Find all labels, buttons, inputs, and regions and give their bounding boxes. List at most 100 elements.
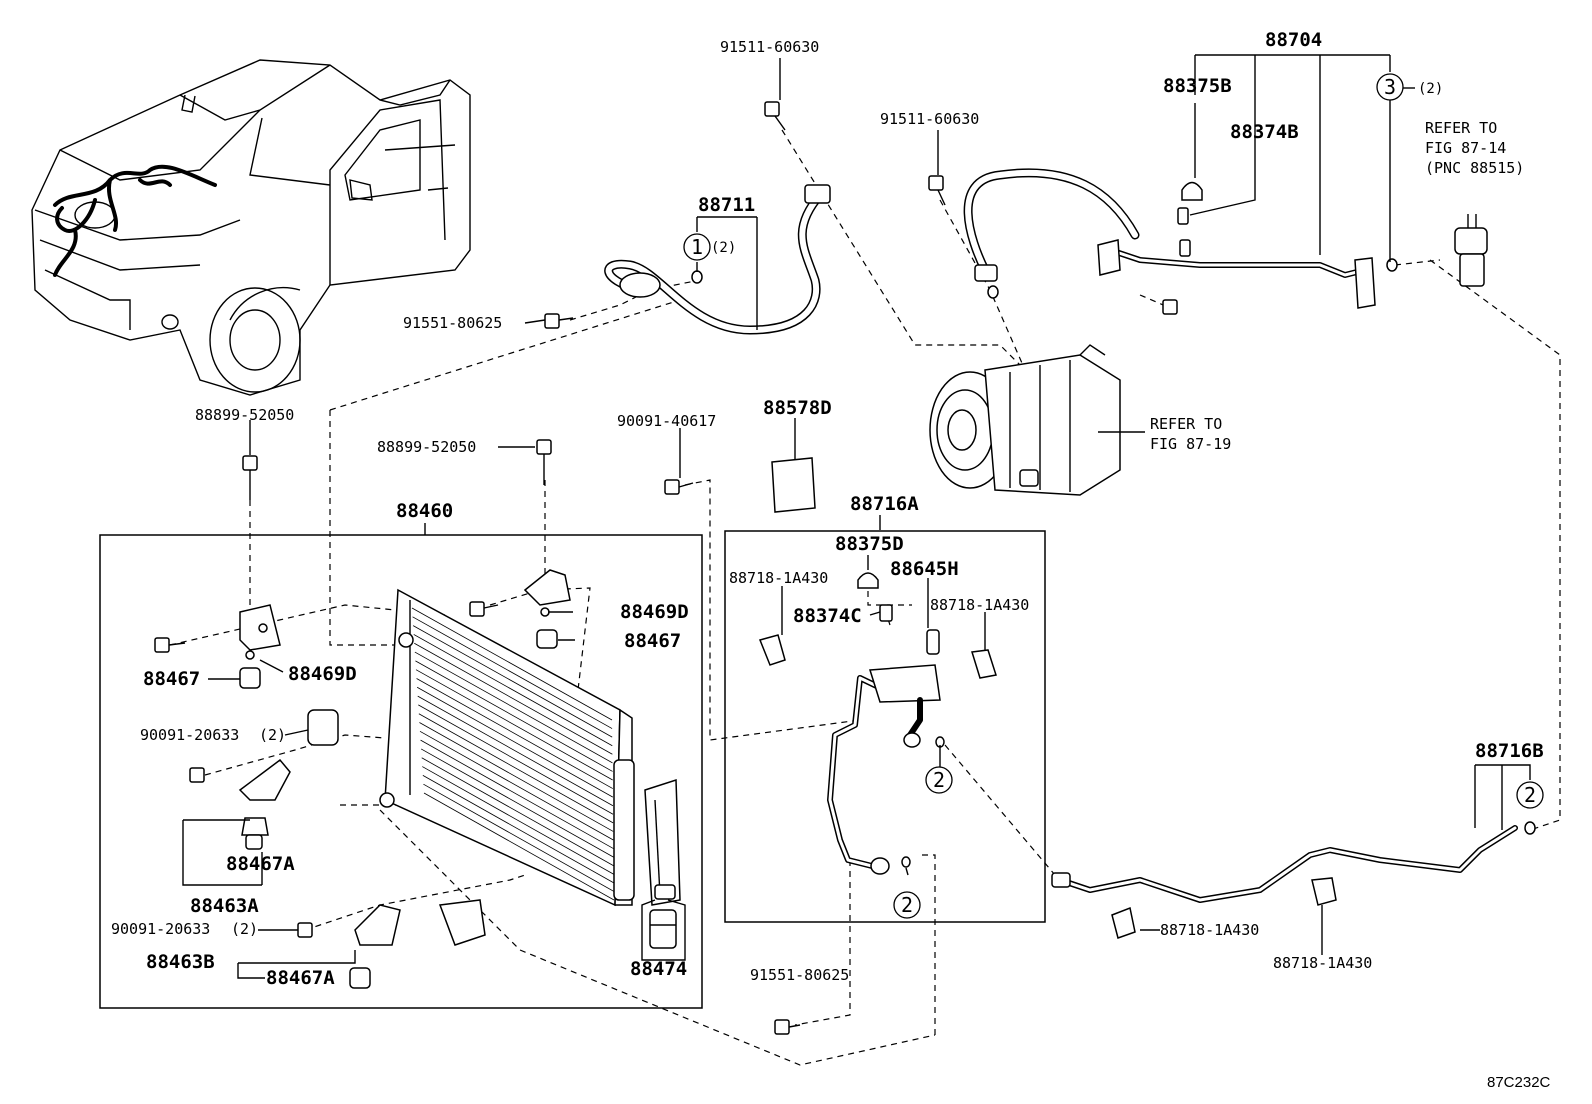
bracket-mid-left bbox=[189, 709, 339, 850]
svg-text:REFER TO: REFER TO bbox=[1150, 415, 1222, 433]
figure-code: 87C232C bbox=[1487, 1074, 1551, 1091]
callout-88467-left: 88467 bbox=[143, 668, 200, 690]
bracket-upper-left bbox=[239, 604, 281, 651]
quantity-tag-90091-lower: (2) bbox=[231, 920, 258, 938]
cushion-88467-left bbox=[239, 650, 261, 689]
callout-88463B: 88463B bbox=[146, 951, 215, 973]
bolt-91511-compressor bbox=[928, 175, 946, 206]
callout-91551-80625-bottom: 91551-80625 bbox=[750, 966, 849, 984]
condenser-fin-line bbox=[414, 642, 613, 755]
note-refer-compressor: REFER TO FIG 87-19 bbox=[1150, 415, 1231, 453]
callout-88711: 88711 bbox=[698, 194, 755, 216]
condenser-fin-line bbox=[423, 783, 615, 892]
callout-88374B: 88374B bbox=[1230, 121, 1299, 143]
charge-valve-88374C bbox=[879, 604, 893, 622]
receiver-dryer-88474 bbox=[641, 884, 686, 961]
receiver-tube-box bbox=[724, 530, 1046, 923]
liquid-tube-88716B bbox=[1051, 821, 1536, 903]
callout-88716A: 88716A bbox=[850, 493, 919, 515]
callout-88469D-right: 88469D bbox=[620, 601, 689, 623]
suction-hose-88704 bbox=[963, 168, 1398, 309]
condenser-fin-line bbox=[422, 775, 615, 884]
callout-88474: 88474 bbox=[630, 958, 687, 980]
callout-88716B: 88716B bbox=[1475, 740, 1544, 762]
callout-88704: 88704 bbox=[1265, 29, 1322, 51]
liquid-tube-88716A bbox=[827, 664, 945, 875]
callout-90091-40617: 90091-40617 bbox=[617, 412, 716, 430]
callout-88375B: 88375B bbox=[1163, 75, 1232, 97]
condenser-fin-line bbox=[419, 730, 614, 841]
condenser-fin-line bbox=[413, 634, 613, 747]
callout-88467A-lower: 88467A bbox=[266, 967, 335, 989]
cushion-88467-right bbox=[536, 607, 558, 649]
svg-text:3: 3 bbox=[1384, 75, 1396, 99]
callout-91511-60630-mid: 91511-60630 bbox=[880, 110, 979, 128]
sensor-88645H bbox=[926, 629, 940, 655]
index-marker-3: 3 bbox=[1376, 73, 1404, 101]
vehicle-illustration bbox=[31, 59, 471, 396]
index-marker-2-upper: 2 bbox=[925, 766, 953, 794]
callout-90091-20633-lower: 90091-20633 bbox=[111, 920, 210, 938]
cap-88375B bbox=[1181, 181, 1203, 201]
compressor-oil-88578D bbox=[771, 457, 816, 513]
callout-88645H: 88645H bbox=[890, 558, 959, 580]
condenser-fin-line bbox=[422, 766, 614, 875]
svg-text:2: 2 bbox=[933, 768, 945, 792]
discharge-hose-88711 bbox=[604, 184, 831, 335]
callout-88718-1A430-box-left: 88718-1A430 bbox=[729, 569, 828, 587]
condenser-fin-line bbox=[419, 722, 614, 832]
svg-text:2: 2 bbox=[1524, 783, 1536, 807]
clamp-box-left bbox=[758, 634, 786, 666]
condenser-fin-line bbox=[423, 792, 615, 901]
clamp-box-right bbox=[971, 649, 997, 679]
part-callouts: 91511-60630 88704 88375B 88374B 91511-60… bbox=[111, 29, 1544, 989]
callout-88899-52050-right: 88899-52050 bbox=[377, 438, 476, 456]
svg-text:FIG 87-14: FIG 87-14 bbox=[1425, 139, 1506, 157]
condenser-core bbox=[379, 588, 635, 907]
bracket-lower-left bbox=[297, 899, 486, 989]
condenser-fin-line bbox=[415, 660, 613, 772]
condenser-fin-line bbox=[416, 678, 613, 789]
bolt-90091-40617 bbox=[664, 479, 694, 495]
clamp-88718-lower-left bbox=[1111, 906, 1136, 939]
bolt-91551-top bbox=[544, 313, 574, 329]
quantity-tag-3: (2) bbox=[1418, 81, 1443, 97]
side-seal bbox=[644, 778, 681, 906]
quantity-tag-1: (2) bbox=[711, 240, 736, 256]
callout-91511-60630-top: 91511-60630 bbox=[720, 38, 819, 56]
expansion-valve bbox=[1454, 214, 1488, 287]
bolt-88899-left bbox=[242, 455, 258, 500]
callout-88467-right: 88467 bbox=[624, 630, 681, 652]
condenser-assembly-box bbox=[99, 534, 703, 1009]
callout-88460: 88460 bbox=[396, 500, 453, 522]
callout-88467A-upper: 88467A bbox=[226, 853, 295, 875]
callout-88578D: 88578D bbox=[763, 397, 832, 419]
index-marker-2-right: 2 bbox=[1516, 781, 1544, 809]
condenser-fin-line bbox=[415, 669, 613, 781]
condenser-fin-line bbox=[412, 625, 613, 738]
callout-91551-80625-top: 91551-80625 bbox=[403, 314, 502, 332]
vehicle-wiring-harness bbox=[53, 164, 217, 277]
bolt-upper-left bbox=[154, 637, 186, 653]
compressor bbox=[929, 344, 1121, 496]
callout-88469D-left: 88469D bbox=[288, 663, 357, 685]
condenser-fin-line bbox=[417, 695, 614, 807]
callout-88375D: 88375D bbox=[835, 533, 904, 555]
condenser-fin-line bbox=[416, 686, 614, 798]
callout-90091-20633-upper: 90091-20633 bbox=[140, 726, 239, 744]
condenser-fin-line bbox=[412, 616, 613, 729]
callout-88718-1A430-lower-right: 88718-1A430 bbox=[1273, 954, 1372, 972]
condenser-fin-line bbox=[421, 757, 614, 867]
condenser-fin-line bbox=[411, 607, 613, 721]
condenser-fin-line bbox=[420, 739, 614, 849]
svg-text:REFER TO: REFER TO bbox=[1425, 119, 1497, 137]
svg-text:FIG 87-19: FIG 87-19 bbox=[1150, 435, 1231, 453]
svg-text:1: 1 bbox=[691, 235, 703, 259]
condenser-fin-line bbox=[414, 651, 613, 764]
bracket-upper-right bbox=[523, 569, 571, 606]
svg-text:(PNC 88515): (PNC 88515) bbox=[1425, 159, 1524, 177]
callout-88463A: 88463A bbox=[190, 895, 259, 917]
leader-lines bbox=[182, 54, 1531, 979]
